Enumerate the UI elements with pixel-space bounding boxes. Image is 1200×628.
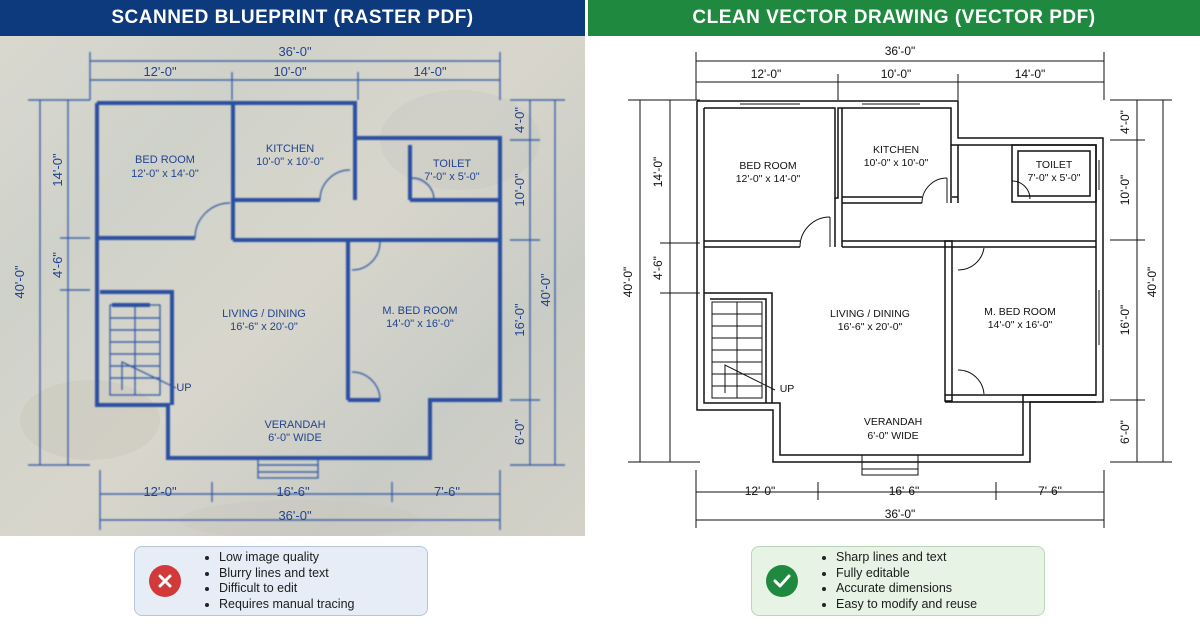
list-item: Requires manual tracing bbox=[203, 597, 355, 613]
raster-issues-card: Low image quality Blurry lines and text … bbox=[134, 546, 428, 616]
room-mbed-name: M. BED ROOM bbox=[382, 305, 457, 317]
vdim-left-inner-2: 4'-6" bbox=[651, 256, 665, 280]
blueprint-walls bbox=[95, 101, 502, 460]
vdim-right-inner-3: 16'-0" bbox=[1118, 305, 1132, 336]
dim-overall-bottom: 36'-0" bbox=[278, 508, 312, 523]
vdim-right-inner-2: 10'-0" bbox=[1118, 175, 1132, 206]
room-toilet-name: TOILET bbox=[433, 158, 472, 170]
dim-bottom-2: 16'-6" bbox=[276, 484, 310, 499]
vroom-mbed-name: M. BED ROOM bbox=[984, 306, 1056, 318]
room-toilet-size: 7'-0" x 5'-0" bbox=[424, 171, 480, 183]
dim-right-inner-2: 10'-0" bbox=[512, 173, 527, 207]
dim-right-inner-1: 4'-0" bbox=[512, 107, 527, 133]
vdim-right-outer: 40'-0" bbox=[1145, 267, 1159, 298]
vdim-bottom-2: 16'-6" bbox=[889, 484, 920, 498]
blueprint-doors bbox=[194, 169, 435, 401]
room-verandah-name: VERANDAH bbox=[264, 419, 325, 431]
list-item: Fully editable bbox=[820, 566, 977, 582]
blueprint-stairs bbox=[109, 304, 177, 396]
vroom-toilet-name: TOILET bbox=[1036, 159, 1073, 171]
vroom-bedroom-size: 12'-0" x 14'-0" bbox=[736, 173, 801, 185]
dim-left-inner-1: 14'-0" bbox=[50, 153, 65, 187]
vroom-verandah-size: 6'-0" WIDE bbox=[867, 430, 918, 442]
dim-bottom-1: 12'-0" bbox=[143, 484, 177, 499]
vector-floorplan: 36'-0" 12'-0" 10'-0" 14'-0" 12'-0" 16'-6… bbox=[621, 44, 1172, 528]
raster-panel: SCANNED BLUEPRINT (RASTER PDF) bbox=[0, 0, 585, 616]
vroom-living-size: 16'-6" x 20'-0" bbox=[838, 321, 903, 333]
dim-right-outer: 40'-0" bbox=[538, 273, 553, 307]
vdim-right-inner-1: 4'-0" bbox=[1118, 110, 1132, 134]
list-item: Difficult to edit bbox=[203, 581, 355, 597]
vector-panel-title: CLEAN VECTOR DRAWING (VECTOR PDF) bbox=[588, 0, 1200, 36]
dim-top-2: 10'-0" bbox=[273, 64, 307, 79]
list-item: Blurry lines and text bbox=[203, 566, 355, 582]
vroom-bedroom-name: BED ROOM bbox=[739, 160, 796, 172]
x-mark-icon bbox=[149, 565, 181, 597]
dimension-lines bbox=[28, 52, 565, 530]
raster-issues-list: Low image quality Blurry lines and text … bbox=[203, 550, 355, 612]
vdim-bottom-3: 7'-6" bbox=[1038, 484, 1062, 498]
raster-panel-title: SCANNED BLUEPRINT (RASTER PDF) bbox=[0, 0, 585, 36]
room-living-size: 16'-6" x 20'-0" bbox=[230, 321, 298, 333]
room-kitchen-size: 10'-0" x 10'-0" bbox=[256, 156, 324, 168]
vdim-top-3: 14'-0" bbox=[1015, 67, 1046, 81]
vector-benefits-card: Sharp lines and text Fully editable Accu… bbox=[751, 546, 1045, 616]
dim-left-outer: 40'-0" bbox=[12, 265, 27, 299]
vdim-left-inner-1: 14'-0" bbox=[651, 157, 665, 188]
dim-bottom-3: 7'-6" bbox=[434, 484, 460, 499]
room-verandah-size: 6'-0" WIDE bbox=[268, 432, 322, 444]
vdim-overall-bottom: 36'-0" bbox=[885, 507, 916, 521]
vector-windows bbox=[740, 103, 1100, 345]
vdim-bottom-1: 12'-0" bbox=[745, 484, 776, 498]
dim-right-inner-3: 16'-0" bbox=[512, 303, 527, 337]
vroom-living-name: LIVING / DINING bbox=[830, 308, 910, 320]
vroom-verandah-name: VERANDAH bbox=[864, 416, 922, 428]
dim-top-3: 14'-0" bbox=[413, 64, 447, 79]
blueprint-drawing: 36'-0" 12'-0" 10'-0" 14'-0" 12'-0" 16'-6… bbox=[12, 44, 565, 536]
dim-right-inner-4: 6'-0" bbox=[512, 419, 527, 445]
list-item: Easy to modify and reuse bbox=[820, 597, 977, 613]
vdim-right-inner-4: 6'-0" bbox=[1118, 420, 1132, 444]
vroom-kitchen-name: KITCHEN bbox=[873, 144, 919, 156]
check-mark-icon bbox=[766, 565, 798, 597]
room-mbed-size: 14'-0" x 16'-0" bbox=[386, 318, 454, 330]
vector-drawing: 36'-0" 12'-0" 10'-0" 14'-0" 12'-0" 16'-6… bbox=[588, 36, 1200, 536]
blueprint-entrance-steps bbox=[257, 457, 319, 479]
list-item: Accurate dimensions bbox=[820, 581, 977, 597]
room-bedroom-size: 12'-0" x 14'-0" bbox=[131, 168, 199, 180]
vector-doors bbox=[799, 177, 1031, 395]
vector-walls bbox=[696, 100, 1104, 463]
dim-left-inner-2: 4'-6" bbox=[50, 252, 65, 278]
vector-entrance-steps bbox=[861, 454, 919, 476]
vroom-kitchen-size: 10'-0" x 10'-0" bbox=[864, 157, 929, 169]
vdim-top-2: 10'-0" bbox=[881, 67, 912, 81]
vector-dimension-lines bbox=[628, 52, 1172, 528]
list-item: Low image quality bbox=[203, 550, 355, 566]
vdim-top-1: 12'-0" bbox=[751, 67, 782, 81]
scanned-blueprint: 36'-0" 12'-0" 10'-0" 14'-0" 12'-0" 16'-6… bbox=[0, 36, 585, 536]
room-bedroom-name: BED ROOM bbox=[135, 154, 195, 166]
vdim-overall-top: 36'-0" bbox=[885, 44, 916, 58]
vroom-toilet-size: 7'-0" x 5'-0" bbox=[1028, 172, 1081, 184]
vstair-up-label: UP bbox=[780, 383, 795, 395]
stair-up-label: UP bbox=[176, 382, 191, 394]
vdim-left-outer: 40'-0" bbox=[621, 267, 635, 298]
vroom-mbed-size: 14'-0" x 16'-0" bbox=[988, 319, 1053, 331]
room-living-name: LIVING / DINING bbox=[222, 308, 306, 320]
dim-overall-top: 36'-0" bbox=[278, 44, 312, 59]
room-kitchen-name: KITCHEN bbox=[266, 143, 314, 155]
list-item: Sharp lines and text bbox=[820, 550, 977, 566]
vector-benefits-list: Sharp lines and text Fully editable Accu… bbox=[820, 550, 977, 612]
vector-stairs bbox=[711, 301, 776, 399]
dim-top-1: 12'-0" bbox=[143, 64, 177, 79]
